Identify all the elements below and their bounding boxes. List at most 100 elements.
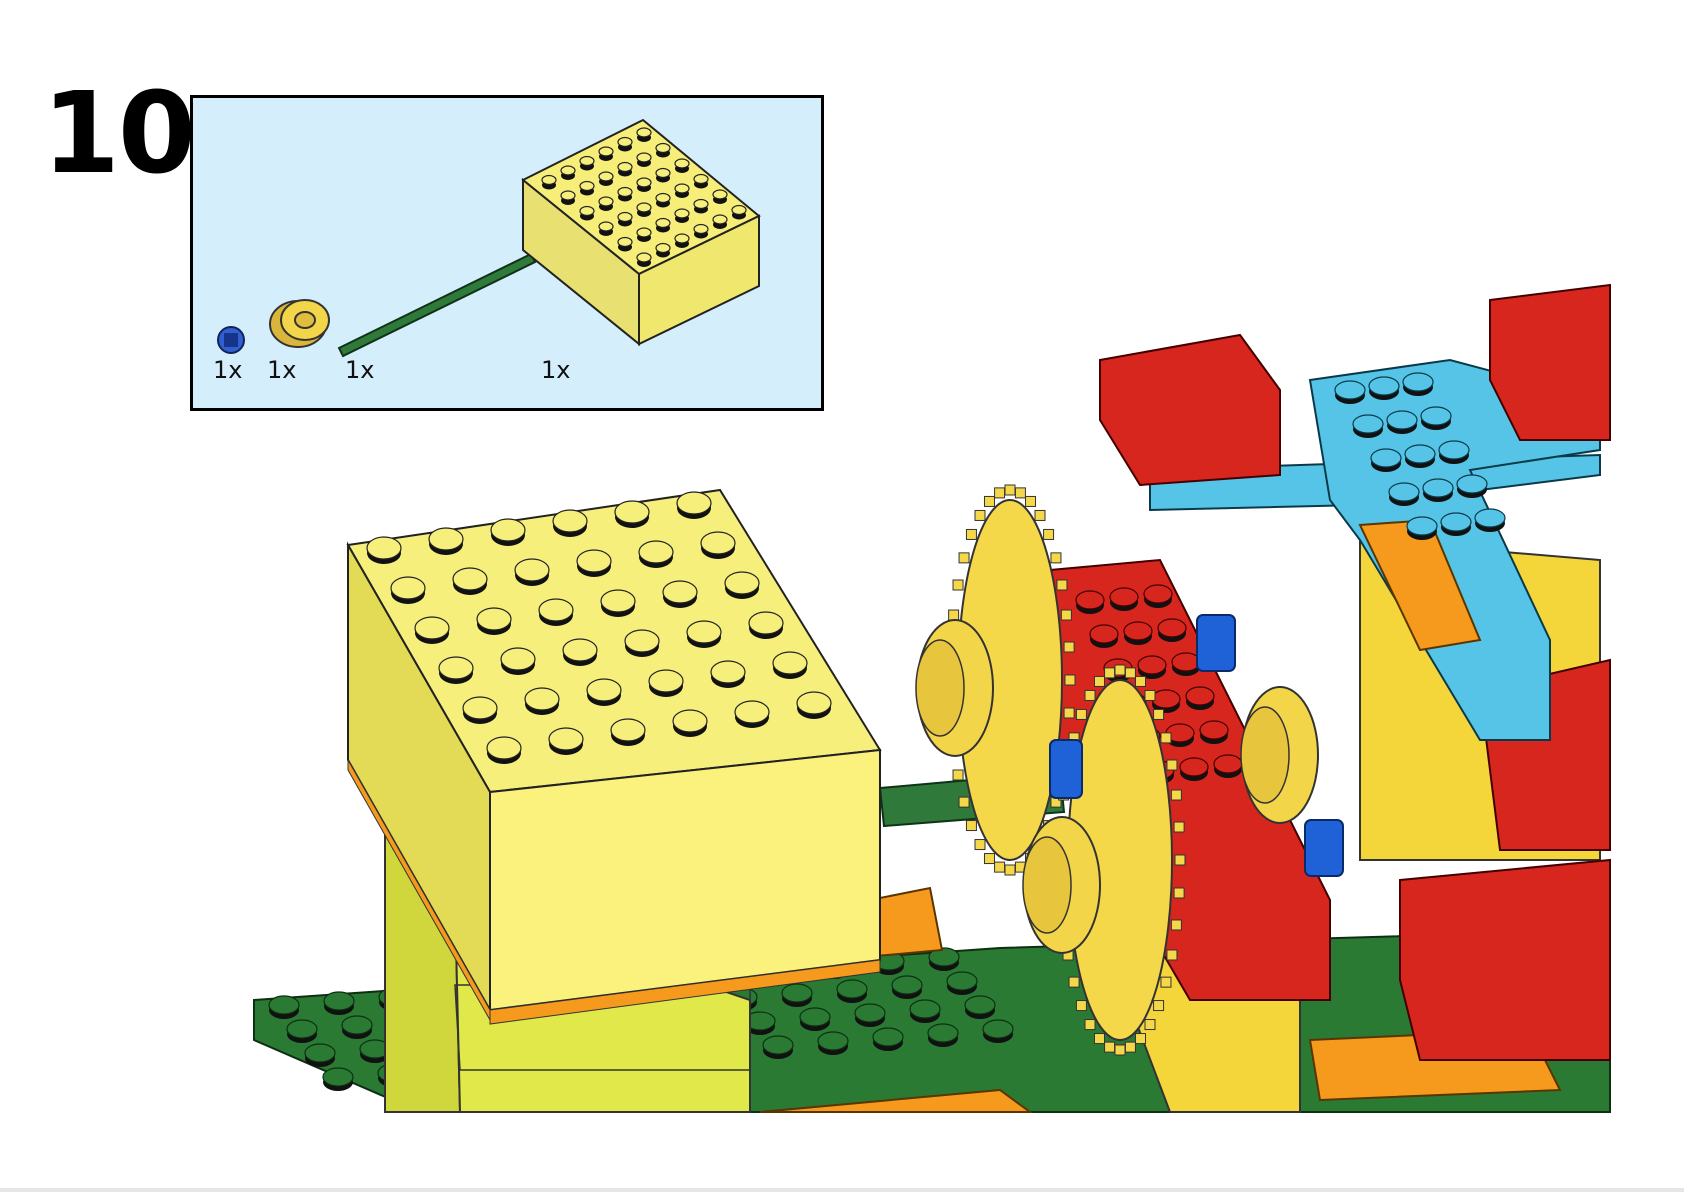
stud-top (1075, 590, 1105, 610)
gear-tooth (1144, 689, 1156, 701)
stud-top (562, 638, 598, 662)
gear-tooth (1153, 708, 1165, 720)
stud-top (712, 214, 728, 225)
gear-tooth (1170, 789, 1182, 801)
qty-yellow-brick: 1x (541, 356, 571, 384)
stud-top (617, 186, 633, 198)
stud-top (552, 509, 588, 533)
stud-top (538, 598, 574, 622)
gear-tooth (1034, 509, 1046, 521)
gear-tooth (1114, 664, 1126, 676)
stud-top (341, 1015, 373, 1035)
stud-top (617, 136, 633, 148)
stud-top (1440, 512, 1472, 532)
stud-top (655, 217, 671, 229)
stud-top (710, 660, 746, 684)
stud-top (576, 549, 612, 573)
stud-top (1143, 584, 1173, 604)
gear-tooth (1043, 528, 1055, 540)
stud-top (686, 620, 722, 644)
stud-top (1420, 406, 1452, 426)
gear-tooth (1124, 1041, 1136, 1053)
gear-tooth (1084, 689, 1096, 701)
gear-tooth (958, 796, 970, 808)
stud-top (1404, 444, 1436, 464)
stud-top (676, 491, 712, 515)
gear-tooth (1084, 1019, 1096, 1031)
stud-top (1402, 372, 1434, 392)
gear-tooth (1160, 732, 1172, 744)
gear-tooth (1124, 667, 1136, 679)
stud-top (560, 190, 576, 201)
gear-tooth (1004, 484, 1016, 496)
stud-top (500, 647, 536, 671)
gear-tooth (983, 853, 995, 865)
stud-top (772, 651, 808, 675)
gear-tooth (1064, 674, 1076, 686)
stud-top (610, 718, 646, 742)
gear-tooth (1014, 487, 1026, 499)
stud-top (1422, 478, 1454, 498)
stud-top (1406, 516, 1438, 536)
gear-tooth (1068, 976, 1080, 988)
stud-top (1370, 448, 1402, 468)
stud-top (674, 183, 690, 194)
stud-top (636, 177, 652, 188)
stud-top (1151, 689, 1181, 709)
stud-top (323, 991, 355, 1011)
stud-top (490, 518, 526, 542)
stud-top (1213, 754, 1243, 774)
gear-tooth (1063, 641, 1075, 653)
yellow-pulley-icon (269, 299, 330, 348)
stud-top (486, 736, 522, 760)
stud-top (600, 589, 636, 613)
stud-top (638, 540, 674, 564)
stud-top (268, 995, 300, 1015)
stud-top (693, 198, 709, 210)
stud-top (693, 223, 709, 235)
stud-top (781, 983, 813, 1003)
stud-top (796, 691, 832, 715)
gear-tooth (1025, 495, 1037, 507)
blue-bush-icon (217, 326, 245, 354)
stud-top (1368, 376, 1400, 396)
floating-top-assembly (1099, 283, 1611, 741)
stud-top (872, 1027, 904, 1047)
gear-tooth (1104, 1041, 1116, 1053)
gear-tooth (1160, 976, 1172, 988)
stud-top (748, 611, 784, 635)
stud-top (891, 975, 923, 995)
stud-top (579, 205, 595, 217)
stud-top (964, 995, 996, 1015)
stud-top (982, 1019, 1014, 1039)
stud-top (1352, 414, 1384, 434)
gear-tooth (1166, 949, 1178, 961)
gear-tooth (994, 487, 1006, 499)
yellow-brick-6x6 (346, 488, 882, 1025)
stud-top (636, 127, 652, 138)
gear-tooth (1153, 1000, 1165, 1012)
gear-tooth (1060, 609, 1072, 621)
gear-tooth (965, 528, 977, 540)
stud-top (617, 236, 633, 248)
stud-top (655, 142, 671, 154)
stud-top (1179, 757, 1209, 777)
gear-tooth (1093, 1033, 1105, 1045)
stud-top (636, 202, 652, 213)
stud-top (598, 196, 614, 207)
gear-tooth (958, 552, 970, 564)
stud-top (1157, 618, 1187, 638)
stud-top (655, 167, 671, 179)
stud-top (636, 152, 652, 163)
stud-top (731, 204, 747, 216)
stud-top (655, 242, 671, 254)
yellow-brick-icon (521, 118, 761, 347)
stud-top (476, 607, 512, 631)
stud-top (452, 567, 488, 591)
stud-top (322, 1067, 354, 1087)
stud-top (560, 165, 576, 176)
stud-top (674, 208, 690, 219)
gear-tooth (994, 861, 1006, 873)
gear-tooth (1075, 1000, 1087, 1012)
